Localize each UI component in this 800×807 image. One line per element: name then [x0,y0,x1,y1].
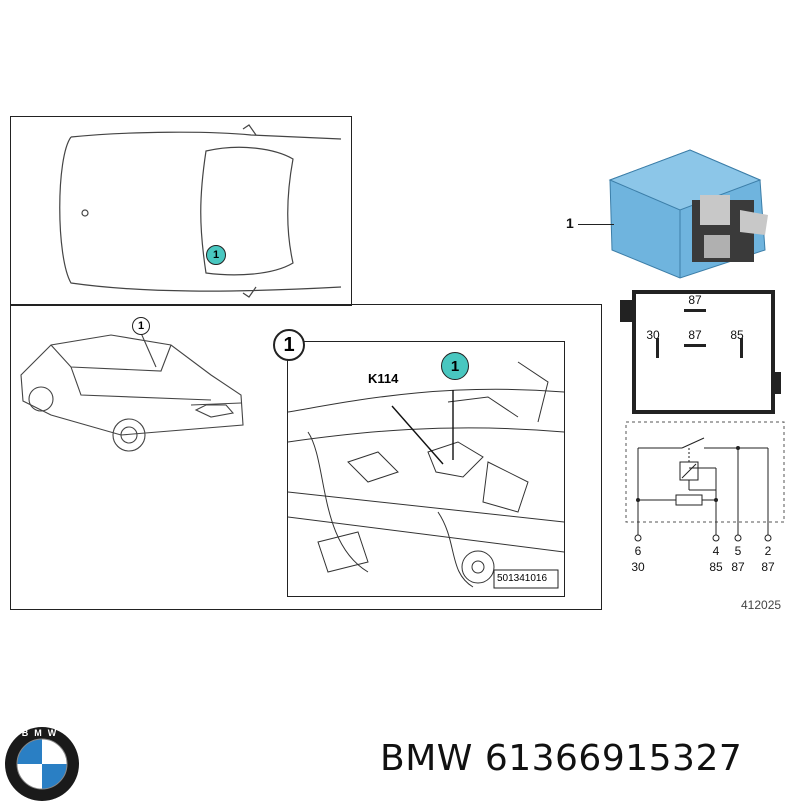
pin-layout-box: 87 30 87 85 [632,290,775,414]
relay-code-label: K114 [368,371,399,386]
callout-circle-top: 1 [206,245,226,265]
schematic-pin-2-number: 4 [712,544,720,558]
overhead-view-panel: 1 [10,116,352,306]
pin-right-label: 85 [730,328,744,342]
part-title: BMW 61366915327 [380,738,742,779]
logo-lettering: BMW [21,728,63,738]
schematic-pin-4-terminal: 87 [761,560,775,574]
car-side-drawing [20,332,244,452]
callout-circle-detail-teal: 1 [441,352,469,380]
figure-number: 412025 [741,598,782,612]
relay-schematic [625,421,785,542]
callout-car-label: 1 [137,320,145,332]
pin-middle-label: 87 [688,328,702,342]
pin-left-label: 30 [646,328,660,342]
callout-top-label: 1 [212,249,220,261]
schematic-pin-3-number: 5 [734,544,742,558]
schematic-pin-1-terminal: 30 [631,560,645,574]
schematic-pin-4-number: 2 [764,544,772,558]
overhead-car-drawing [59,124,342,298]
callout-detail-label: 1 [283,333,295,356]
brand-name: BMW [380,738,473,779]
pin-layout-tab-left [620,300,632,322]
relay-photo [600,140,780,280]
pin-right-bar [740,338,743,358]
pin-middle-bar [684,344,706,347]
pin-top-bar [684,309,706,312]
engine-bay-detail: K114 1 501341016 [287,341,565,597]
pin-layout-tab-right [771,372,781,394]
relay-part-callout: 1 [566,215,574,231]
callout-circle-car: 1 [132,317,150,335]
bmw-roundel-icon [5,727,79,801]
plate-number: 501341016 [497,573,548,584]
schematic-pin-1-number: 6 [634,544,642,558]
relay-drawing [608,149,768,279]
pin-left-bar [656,338,659,358]
relay-leader-line [578,224,614,225]
schematic-pin-3-terminal: 87 [731,560,745,574]
location-detail-panel: 1 [10,304,602,610]
pin-top-label: 87 [688,293,702,307]
callout-detail-teal-label: 1 [450,357,460,375]
part-number: 61366915327 [484,738,743,779]
bmw-logo: BMW [4,726,80,802]
callout-circle-detail: 1 [273,329,305,361]
schematic-pin-2-terminal: 85 [709,560,723,574]
engine-bay-drawing [287,361,565,589]
